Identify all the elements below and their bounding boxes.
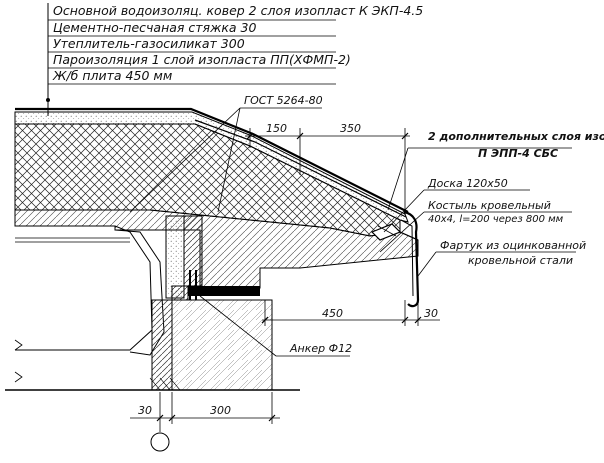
- concrete-slab: [14, 209, 419, 289]
- board-label: Доска 120х50: [427, 177, 508, 190]
- layer-label-1: Основной водоизоляц. ковер 2 слоя изопла…: [53, 3, 423, 18]
- apron-label-1: Фартук из оцинкованной: [440, 239, 586, 252]
- screed-layer: [14, 111, 409, 223]
- layer-label-3: Утеплитель-газосиликат 300: [53, 36, 245, 51]
- dim-300: 300: [210, 404, 231, 417]
- anchor-label: Анкер Ф12: [289, 342, 352, 355]
- gost-label: ГОСТ 5264-80: [244, 94, 323, 107]
- dim-450: 450: [322, 307, 343, 320]
- dim-350: 350: [340, 122, 361, 135]
- bracket-label-1: Костыль кровельный: [428, 199, 551, 212]
- wall-section: [5, 215, 300, 391]
- anchor-plate: [188, 286, 260, 296]
- roof-section: [14, 107, 419, 356]
- apron-label-2: кровельной стали: [468, 254, 573, 267]
- extra-layers-label-2: П ЭПП-4 СБС: [478, 147, 558, 160]
- callouts: ГОСТ 5264-80 2 дополнительных слоя изопл…: [129, 94, 604, 357]
- extra-layers-label-1: 2 дополнительных слоя изопласт: [428, 130, 604, 143]
- layer-label-5: Ж/б плита 450 мм: [52, 68, 172, 83]
- dimension-lines: 150 350 450 30 30 300: [130, 122, 440, 452]
- grid-axis-marker: [150, 432, 170, 452]
- bracket-label-2: 40х4, l=200 через 800 мм: [428, 214, 564, 225]
- dim-30-right: 30: [424, 307, 438, 320]
- layer-label-4: Пароизоляция 1 слой изопласта ПП(ХФМП-2): [53, 52, 351, 67]
- dim-150: 150: [266, 122, 287, 135]
- waterproof-membrane: [15, 107, 409, 213]
- layer-legend: Основной водоизоляц. ковер 2 слоя изопла…: [46, 3, 423, 116]
- break-lines: [14, 339, 23, 383]
- galvanized-apron: [403, 210, 420, 308]
- layer-label-2: Цементно-песчаная стяжка 30: [53, 20, 256, 35]
- eave-detail: [370, 210, 420, 308]
- dim-30-bottom: 30: [138, 404, 152, 417]
